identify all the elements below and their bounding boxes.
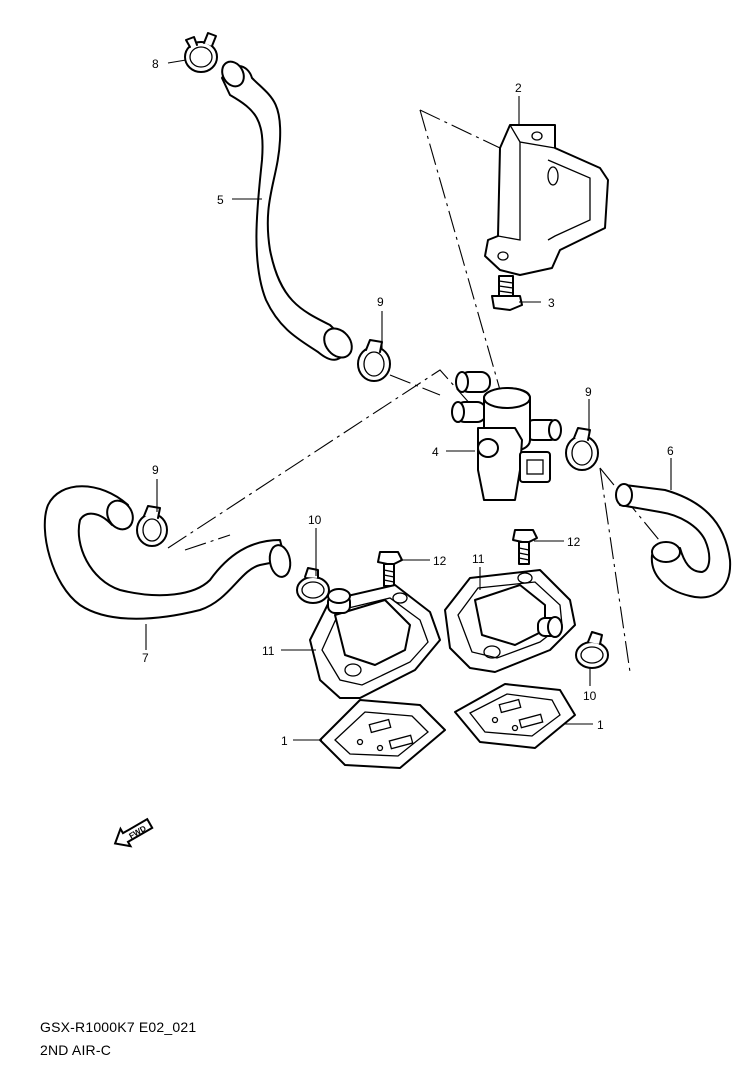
callout-12-b: 12 — [567, 535, 581, 549]
bracket-part-2 — [484, 124, 609, 276]
callout-9-b: 9 — [585, 385, 592, 399]
callout-8: 8 — [152, 57, 159, 71]
callout-10-b: 10 — [583, 689, 597, 703]
clamp-part-9-a — [357, 339, 391, 382]
clamp-part-10-a — [296, 567, 330, 604]
clamp-part-9-c — [136, 505, 168, 547]
bolt-part-3 — [491, 275, 523, 311]
hose-lower-part-7 — [43, 485, 292, 620]
callout-6: 6 — [667, 444, 674, 458]
callout-11-a: 11 — [262, 644, 275, 658]
callout-7: 7 — [142, 651, 149, 665]
callout-labels: 8 2 5 3 9 9 4 6 9 10 12 12 11 11 7 10 1 … — [142, 57, 674, 748]
diagram-code: GSX-R1000K7 E02_021 — [40, 1019, 197, 1035]
clamp-part-10-b — [575, 631, 609, 669]
clamp-part-9-b — [565, 427, 599, 471]
callout-3: 3 — [548, 296, 555, 310]
callout-11-b: 11 — [472, 552, 485, 566]
hose-upper-part-5 — [221, 60, 353, 361]
callout-9-a: 9 — [377, 295, 384, 309]
assembly-lines — [167, 109, 701, 673]
callout-9-c: 9 — [152, 463, 159, 477]
reed-valve-part-1-left — [319, 699, 446, 769]
callout-1-a: 1 — [281, 734, 288, 748]
bolt-part-12-b — [512, 529, 538, 565]
diagram-title: 2ND AIR-C — [40, 1042, 112, 1058]
hose-right-part-6 — [615, 483, 732, 599]
callout-10-a: 10 — [308, 513, 322, 527]
air-valve-part-4 — [451, 371, 562, 501]
callout-2: 2 — [515, 81, 522, 95]
leader-lines — [145, 59, 672, 741]
callout-4: 4 — [432, 445, 439, 459]
reed-valve-part-1-right — [454, 683, 576, 749]
callout-5: 5 — [217, 193, 224, 207]
reed-valve-cover-part-11-right — [444, 569, 576, 673]
clamp-part-8 — [184, 32, 218, 73]
reed-valve-cover-part-11-left — [309, 584, 441, 699]
bolt-part-12-a — [377, 551, 403, 587]
callout-12-a: 12 — [433, 554, 447, 568]
fwd-arrow-icon: FWD — [113, 817, 154, 848]
callout-1-b: 1 — [597, 718, 604, 732]
